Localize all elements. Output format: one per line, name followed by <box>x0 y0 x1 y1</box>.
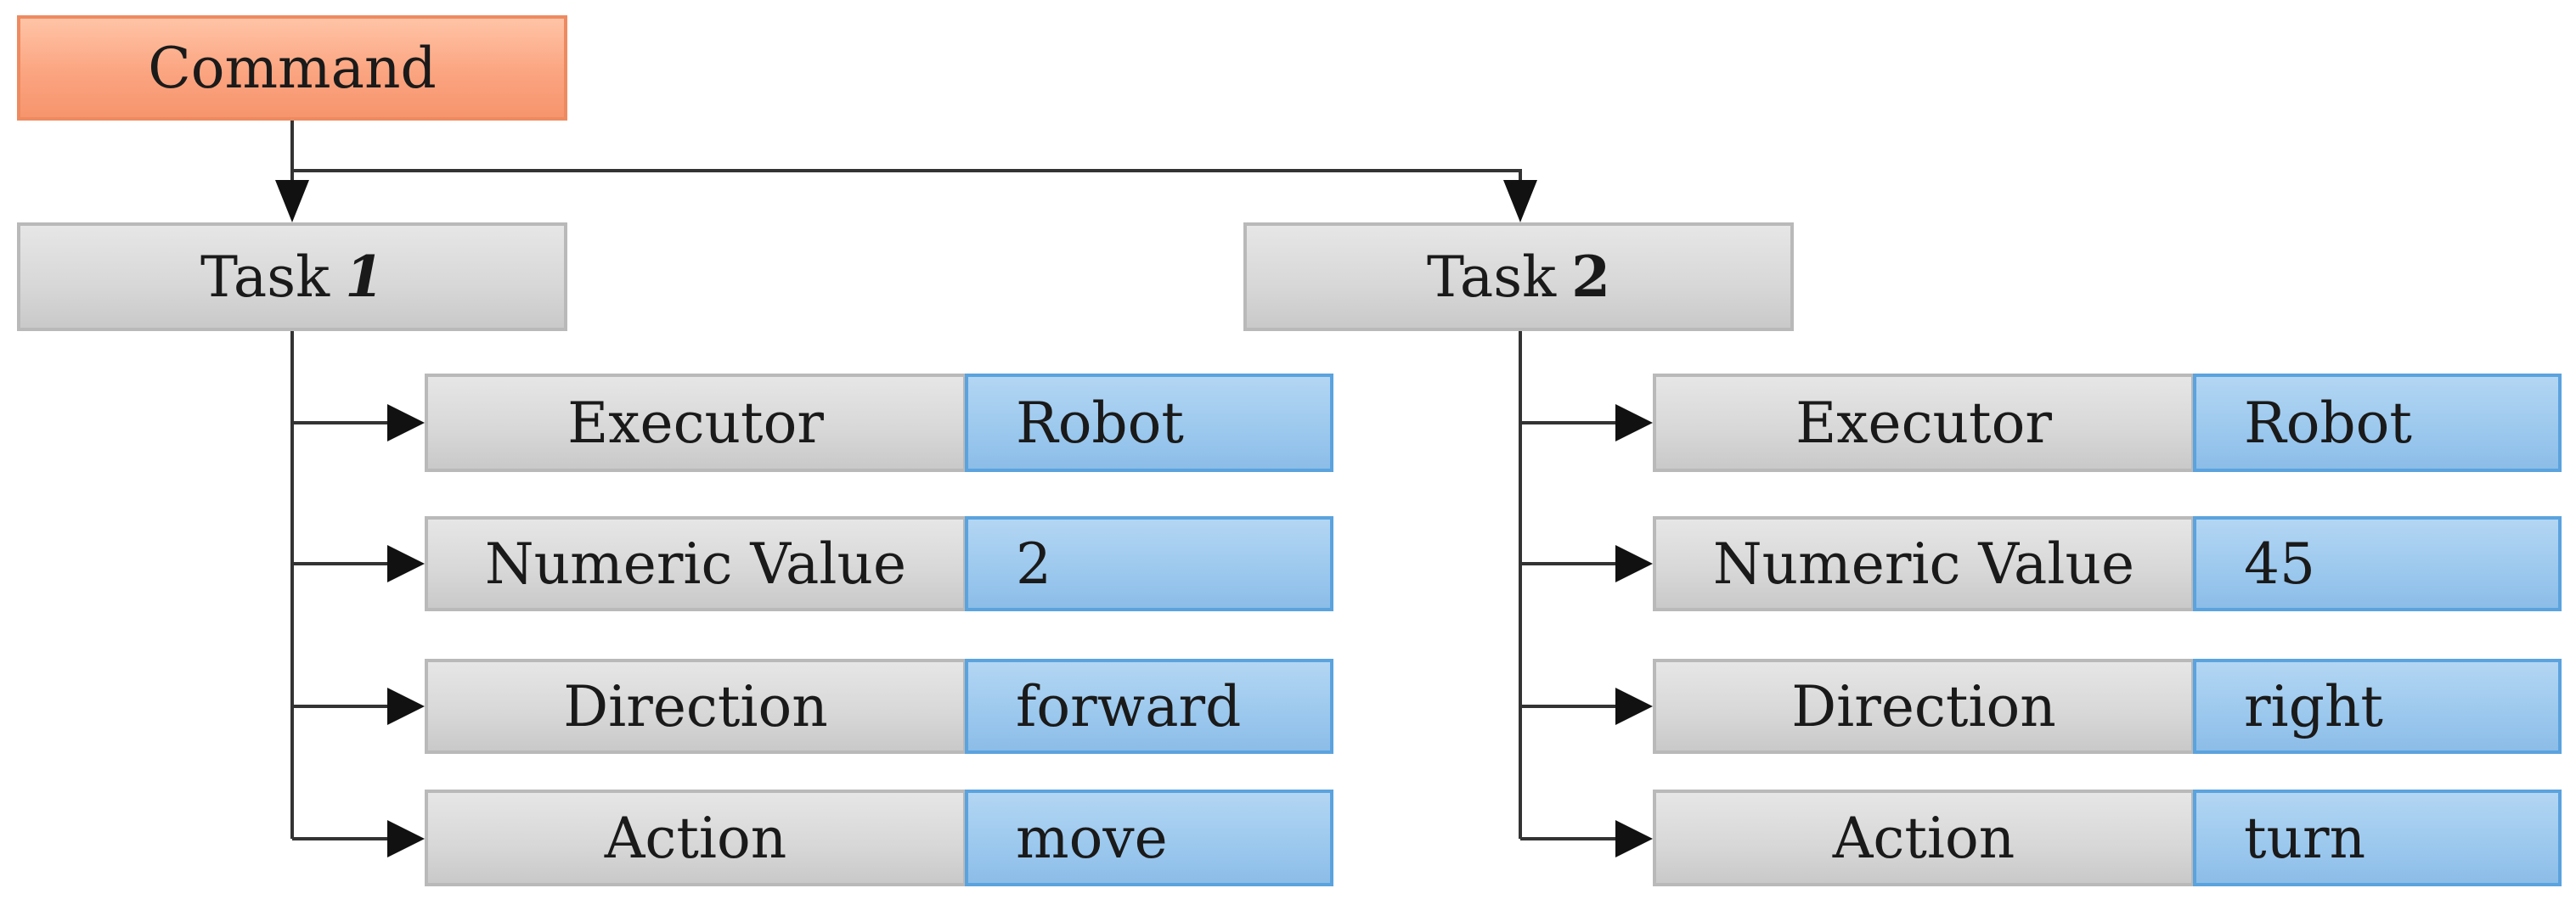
task-1-value-numeric-value: 2 <box>965 516 1333 611</box>
task-2-field-executor: Executor <box>1653 374 2195 472</box>
field-label: Action <box>1832 805 2015 871</box>
task-2-value-action: turn <box>2193 790 2562 886</box>
command-box: Command <box>17 15 567 121</box>
arrow-to-task-1 <box>275 180 309 222</box>
task-1-field-numeric-value: Numeric Value <box>425 516 967 611</box>
task-2-label: Task <box>1426 244 1557 310</box>
task-2-value-direction: right <box>2193 659 2562 754</box>
task-2-value-numeric-value: 45 <box>2193 516 2562 611</box>
field-value: Robot <box>2244 390 2412 456</box>
task-1-value-executor: Robot <box>965 374 1333 472</box>
field-value: Robot <box>1016 390 1184 456</box>
field-label: Executor <box>567 390 824 456</box>
task-2-box: Task 2 <box>1243 222 1794 331</box>
task-2-value-executor: Robot <box>2193 374 2562 472</box>
arrow-task-2-row-2 <box>1615 545 1653 582</box>
field-value: turn <box>2244 805 2366 871</box>
field-label: Numeric Value <box>484 531 907 597</box>
task-1-box: Task 1 <box>17 222 567 331</box>
arrow-task-2-row-1 <box>1615 404 1653 441</box>
field-label: Action <box>604 805 787 871</box>
field-label: Direction <box>1791 673 2056 739</box>
task-1-field-direction: Direction <box>425 659 967 754</box>
field-label: Direction <box>563 673 828 739</box>
task-2-field-direction: Direction <box>1653 659 2195 754</box>
command-label: Command <box>148 35 437 101</box>
field-value: 2 <box>1016 531 1051 597</box>
task-2-number: 2 <box>1571 244 1611 310</box>
task-1-field-executor: Executor <box>425 374 967 472</box>
task-1-label: Task <box>200 244 330 310</box>
field-value: right <box>2244 673 2383 739</box>
arrow-task-1-row-3 <box>387 688 425 725</box>
arrow-task-1-row-4 <box>387 820 425 857</box>
arrow-task-1-row-2 <box>387 545 425 582</box>
field-value: move <box>1016 805 1168 871</box>
arrow-to-task-2 <box>1503 180 1537 222</box>
field-label: Numeric Value <box>1712 531 2135 597</box>
arrow-task-2-row-3 <box>1615 688 1653 725</box>
task-1-value-action: move <box>965 790 1333 886</box>
task-1-field-action: Action <box>425 790 967 886</box>
task-1-number: 1 <box>345 244 385 310</box>
field-value: 45 <box>2244 531 2315 597</box>
task-2-field-action: Action <box>1653 790 2195 886</box>
arrow-task-1-row-1 <box>387 404 425 441</box>
task-1-value-direction: forward <box>965 659 1333 754</box>
field-label: Executor <box>1795 390 2052 456</box>
task-2-field-numeric-value: Numeric Value <box>1653 516 2195 611</box>
field-value: forward <box>1016 673 1242 739</box>
arrow-task-2-row-4 <box>1615 820 1653 857</box>
